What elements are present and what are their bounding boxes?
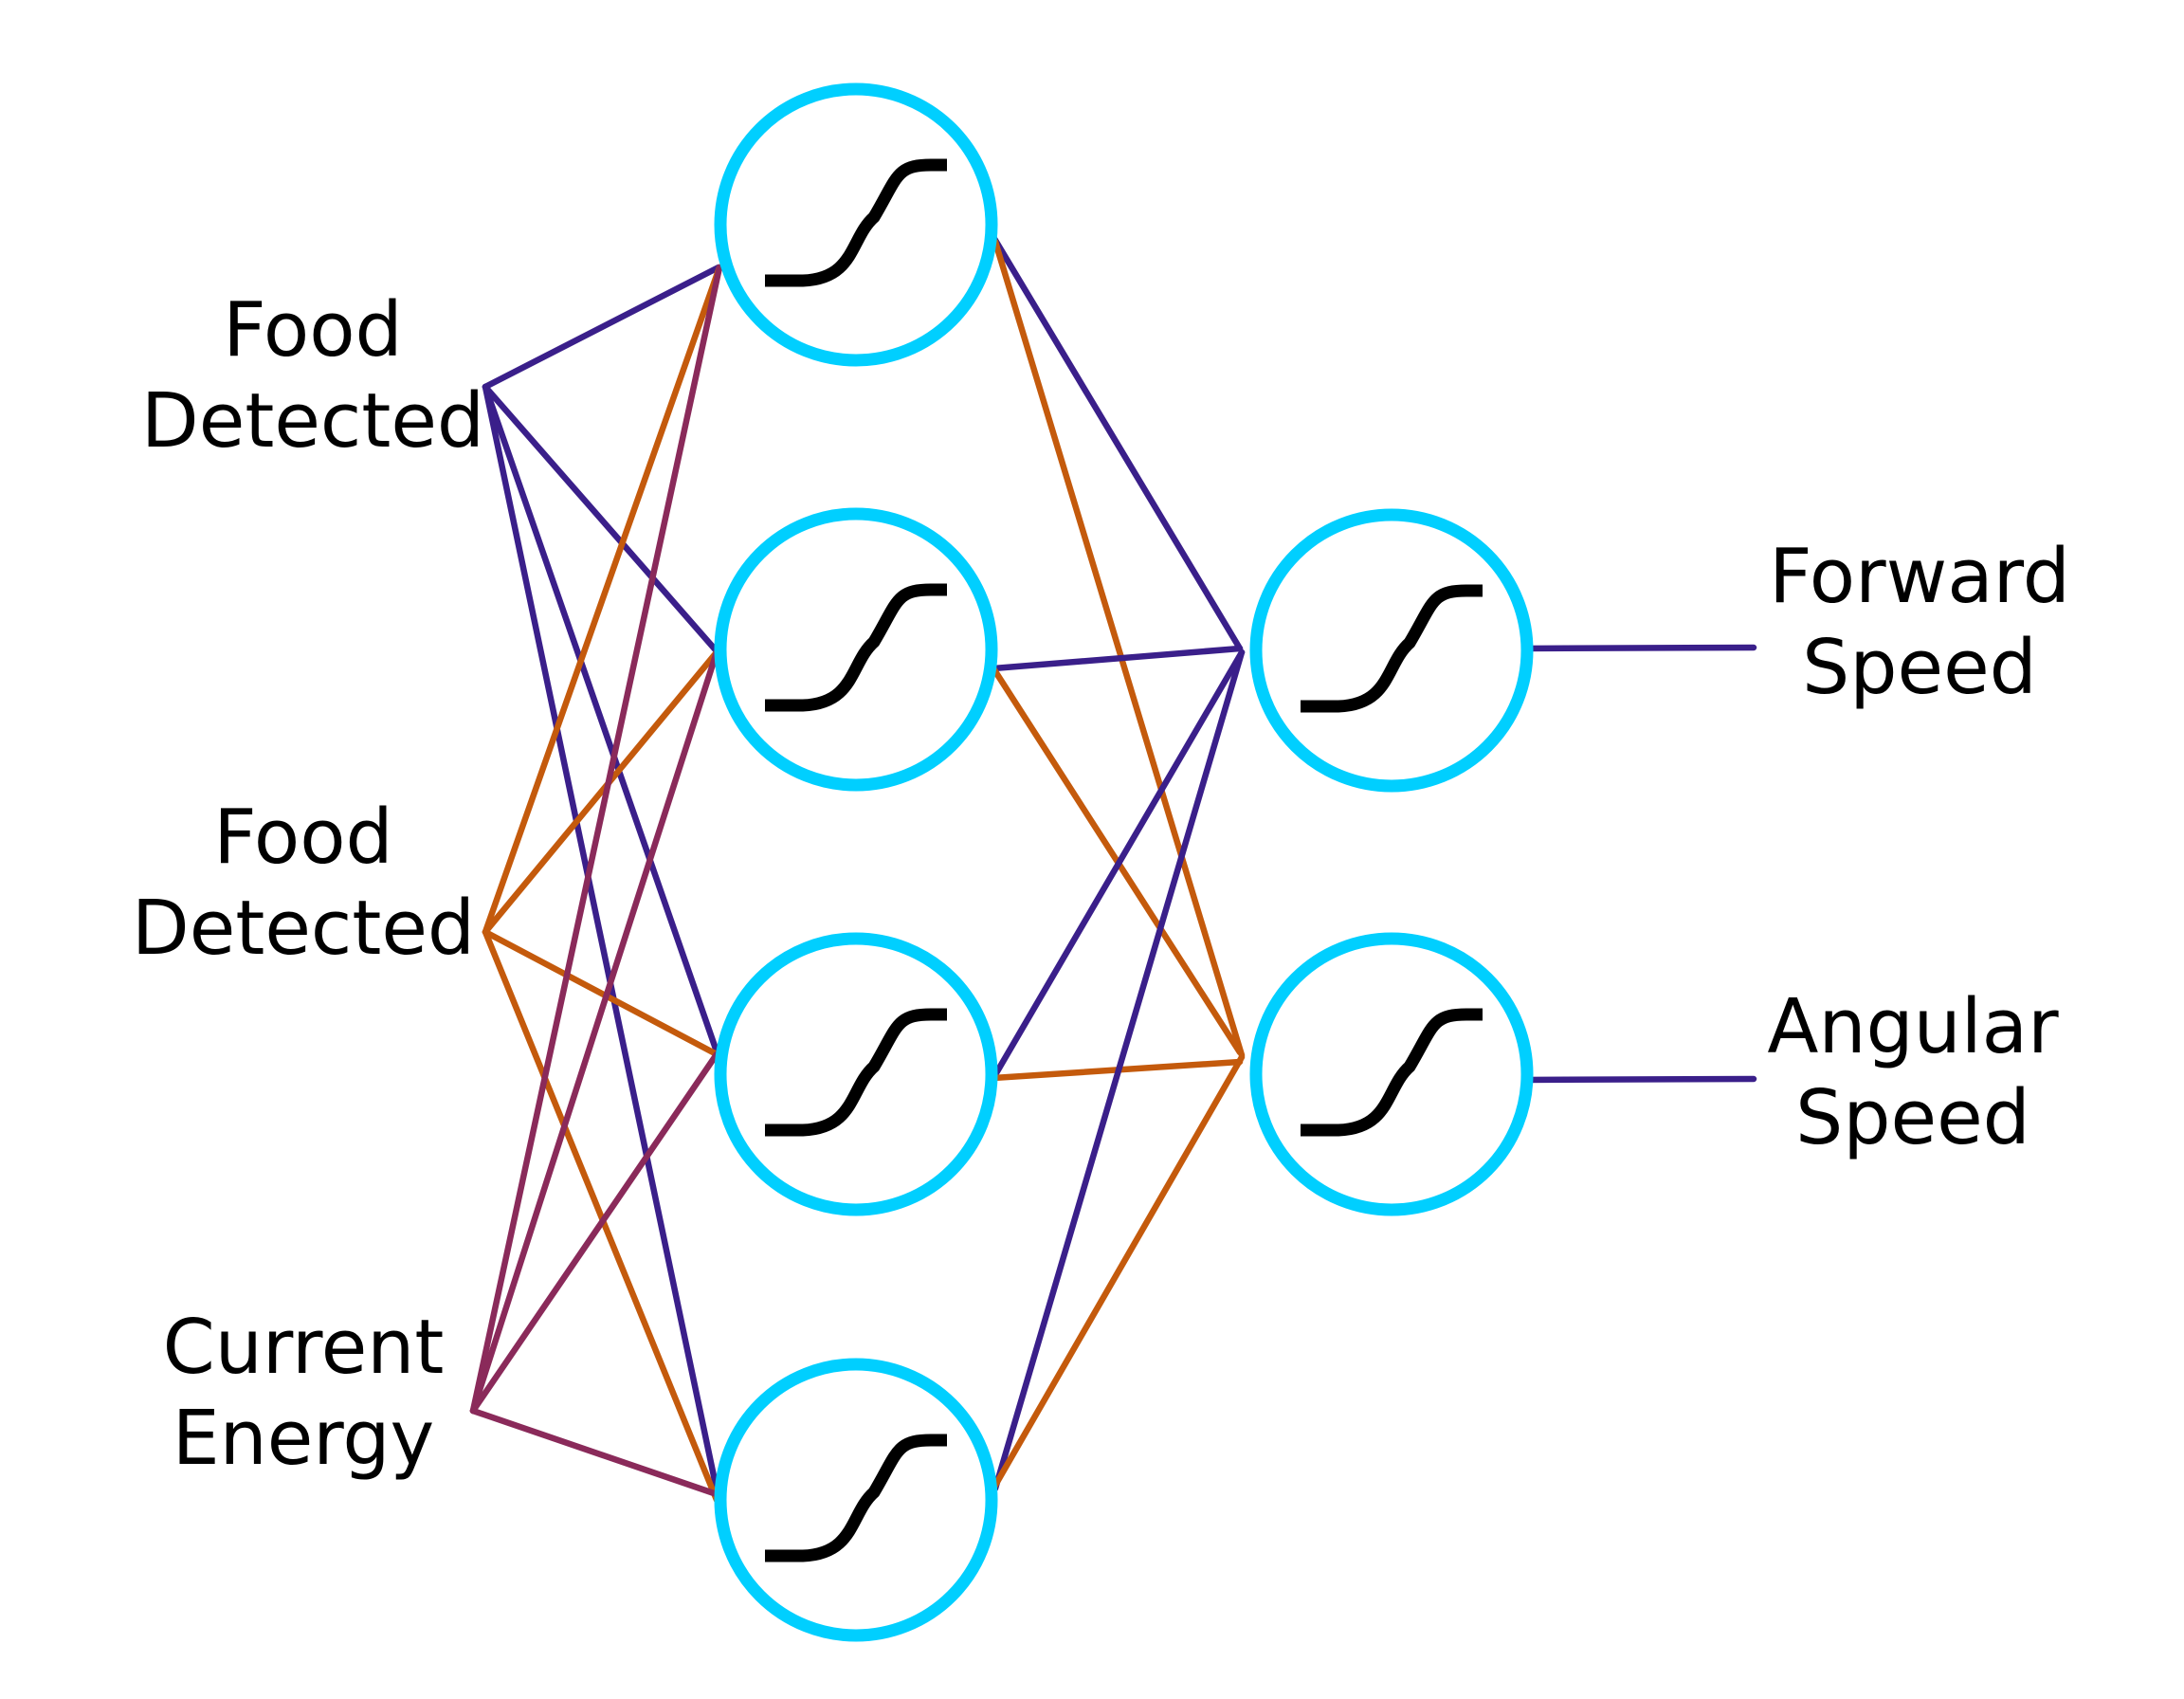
sigmoid-icon bbox=[765, 158, 947, 287]
output-line-angular-speed bbox=[1518, 1075, 1757, 1084]
sigmoid-icon bbox=[765, 1434, 947, 1562]
sigmoid-icon bbox=[765, 583, 947, 712]
sigmoid-icon bbox=[765, 1008, 947, 1137]
hidden-node-3 bbox=[714, 932, 998, 1216]
output-label-line2: Speed bbox=[1795, 1074, 2030, 1161]
hidden-node-4 bbox=[714, 1358, 998, 1642]
input-label-current-energy: Current Energy bbox=[114, 1302, 493, 1484]
sigmoid-icon bbox=[1301, 1008, 1483, 1137]
edge-input1-hidden4 bbox=[482, 383, 721, 1498]
edge-hidden2-output1 bbox=[990, 645, 1244, 672]
neuron-nodes bbox=[714, 82, 1534, 1642]
edge-input1-hidden1 bbox=[482, 264, 722, 391]
edge-hidden1-output2 bbox=[992, 238, 1246, 1059]
connection-lines bbox=[469, 233, 1757, 1504]
input-label-line1: Current bbox=[162, 1304, 445, 1391]
output-label-line2: Speed bbox=[1802, 624, 2037, 711]
edge-input3-hidden3 bbox=[469, 1050, 720, 1415]
edge-input3-hidden1 bbox=[469, 264, 723, 1415]
node-ring bbox=[714, 932, 998, 1216]
hidden-node-2 bbox=[714, 507, 998, 792]
output-label-angular-speed: Angular Speed bbox=[1723, 981, 2102, 1163]
sigmoid-icon bbox=[1301, 584, 1483, 713]
output-label-forward-speed: Forward Speed bbox=[1730, 531, 2109, 713]
input-label-line1: Food bbox=[213, 794, 393, 881]
output-node-angular-speed bbox=[1249, 932, 1534, 1216]
output-node-forward-speed bbox=[1249, 508, 1534, 793]
edge-input3-hidden2 bbox=[469, 649, 720, 1415]
edge-input2-hidden2 bbox=[482, 649, 720, 936]
input-label-line2: Detected bbox=[140, 377, 485, 465]
input-label-food-detected-2: Food Detected bbox=[114, 792, 493, 974]
edge-input1-hidden3 bbox=[482, 383, 721, 1058]
output-label-line1: Forward bbox=[1769, 533, 2070, 620]
edge-hidden1-output1 bbox=[990, 233, 1244, 652]
input-label-line2: Detected bbox=[131, 885, 476, 972]
node-ring bbox=[1249, 932, 1534, 1216]
node-ring bbox=[714, 507, 998, 792]
edge-hidden3-output1 bbox=[990, 649, 1246, 1082]
input-label-line2: Energy bbox=[172, 1395, 435, 1482]
node-ring bbox=[1249, 508, 1534, 793]
output-label-line1: Angular bbox=[1767, 983, 2059, 1070]
edge-input2-hidden3 bbox=[482, 928, 720, 1058]
output-line-forward-speed bbox=[1518, 644, 1757, 652]
edge-hidden4-output2 bbox=[990, 1053, 1246, 1492]
edge-input2-hidden1 bbox=[482, 264, 723, 936]
edge-hidden4-output1 bbox=[992, 649, 1246, 1492]
input-label-food-detected-1: Food Detected bbox=[123, 284, 502, 466]
edge-hidden2-output2 bbox=[990, 665, 1244, 1056]
edge-input1-hidden2 bbox=[482, 383, 721, 656]
edge-input3-hidden4 bbox=[469, 1407, 720, 1498]
node-ring bbox=[714, 1358, 998, 1642]
hidden-node-1 bbox=[714, 82, 998, 367]
input-label-line1: Food bbox=[223, 286, 403, 374]
node-ring bbox=[714, 82, 998, 367]
edge-input2-hidden4 bbox=[482, 928, 720, 1504]
